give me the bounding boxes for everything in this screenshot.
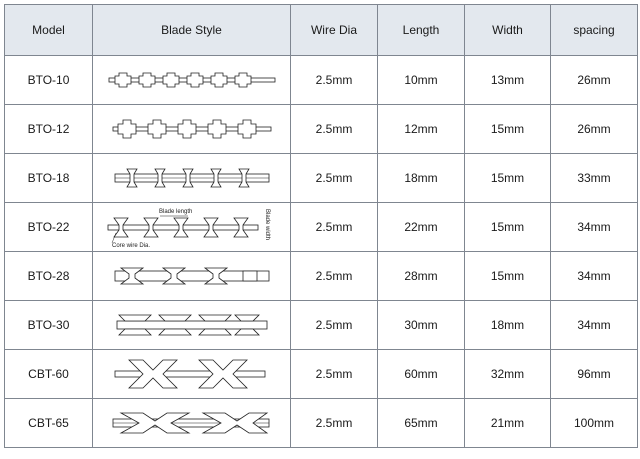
cell-length: 18mm [377, 153, 465, 203]
cell-length: 22mm [377, 202, 465, 252]
cell-length: 60mm [377, 349, 465, 399]
bto-18-blade-diagram [114, 168, 269, 188]
header-blade-style: Blade Style [92, 4, 291, 56]
blade-length-annotation: Blade length [159, 209, 192, 215]
cell-spacing: 26mm [550, 104, 638, 154]
spec-table-container: Model Blade Style Wire Dia Length Width … [4, 4, 638, 455]
cell-wire-dia: 2.5mm [290, 55, 378, 105]
cell-spacing: 34mm [550, 300, 638, 350]
razor-wire-spec-table: Model Blade Style Wire Dia Length Width … [4, 4, 638, 448]
cell-model: CBT-65 [4, 398, 93, 448]
cell-width: 21mm [464, 398, 551, 448]
cell-length: 28mm [377, 251, 465, 301]
table-row: BTO-10 2.5mm 10mm 13mm 26mm [4, 55, 638, 105]
cell-wire-dia: 2.5mm [290, 251, 378, 301]
table-row: BTO-28 2.5mm 28mm 15mm 34mm [4, 251, 638, 301]
bto-12-blade-diagram [112, 119, 271, 139]
cell-model: BTO-10 [4, 55, 93, 105]
cell-length: 12mm [377, 104, 465, 154]
cbt-65-blade-diagram [112, 412, 269, 434]
cell-model: BTO-30 [4, 300, 93, 350]
cell-blade-style [92, 251, 291, 301]
cell-blade-style [92, 398, 291, 448]
cell-length: 10mm [377, 55, 465, 105]
header-wire-dia: Wire Dia [290, 4, 378, 56]
table-row: BTO-12 2.5mm 12mm 15mm 26mm [4, 104, 638, 154]
core-wire-annotation: Core wire Dia. [112, 243, 150, 249]
table-row: BTO-18 2.5mm 18mm 15mm 33mm [4, 153, 638, 203]
header-spacing: spacing [550, 4, 638, 56]
table-row: BTO-22 Blade length Core wire Dia. [4, 202, 638, 252]
cell-wire-dia: 2.5mm [290, 349, 378, 399]
bto-22-blade-diagram: Blade length Core wire Dia. Blade width [107, 209, 270, 249]
table-row: BTO-30 2.5mm 30mm [4, 300, 638, 350]
cell-model: BTO-18 [4, 153, 93, 203]
cell-spacing: 34mm [550, 251, 638, 301]
cell-wire-dia: 2.5mm [290, 153, 378, 203]
cell-spacing: 26mm [550, 55, 638, 105]
cell-blade-style: Blade length Core wire Dia. Blade width [92, 202, 291, 252]
cell-model: BTO-28 [4, 251, 93, 301]
bto-10-blade-diagram [108, 72, 275, 88]
cell-width: 18mm [464, 300, 551, 350]
cell-blade-style [92, 153, 291, 203]
table-header-row: Model Blade Style Wire Dia Length Width … [4, 4, 638, 56]
bto-30-blade-diagram [116, 314, 267, 336]
bto-28-blade-diagram [114, 267, 269, 285]
cell-spacing: 34mm [550, 202, 638, 252]
cell-width: 15mm [464, 202, 551, 252]
table-row: CBT-60 2.5mm 60mm 32mm 96mm [4, 349, 638, 399]
table-row: CBT-65 2.5mm 65mm 21mm 100mm [4, 398, 638, 448]
cbt-60-blade-diagram [114, 359, 265, 389]
cell-model: CBT-60 [4, 349, 93, 399]
cell-length: 65mm [377, 398, 465, 448]
header-width: Width [464, 4, 551, 56]
blade-width-annotation: Blade width [264, 209, 270, 240]
cell-model: BTO-22 [4, 202, 93, 252]
header-model: Model [4, 4, 93, 56]
cell-width: 15mm [464, 104, 551, 154]
cell-blade-style [92, 55, 291, 105]
header-length: Length [377, 4, 465, 56]
cell-spacing: 100mm [550, 398, 638, 448]
cell-width: 15mm [464, 153, 551, 203]
cell-wire-dia: 2.5mm [290, 398, 378, 448]
cell-blade-style [92, 104, 291, 154]
cell-width: 15mm [464, 251, 551, 301]
cell-width: 32mm [464, 349, 551, 399]
cell-spacing: 33mm [550, 153, 638, 203]
cell-wire-dia: 2.5mm [290, 300, 378, 350]
cell-model: BTO-12 [4, 104, 93, 154]
cell-wire-dia: 2.5mm [290, 202, 378, 252]
cell-wire-dia: 2.5mm [290, 104, 378, 154]
cell-length: 30mm [377, 300, 465, 350]
cell-blade-style [92, 349, 291, 399]
cell-width: 13mm [464, 55, 551, 105]
cell-blade-style [92, 300, 291, 350]
cell-spacing: 96mm [550, 349, 638, 399]
